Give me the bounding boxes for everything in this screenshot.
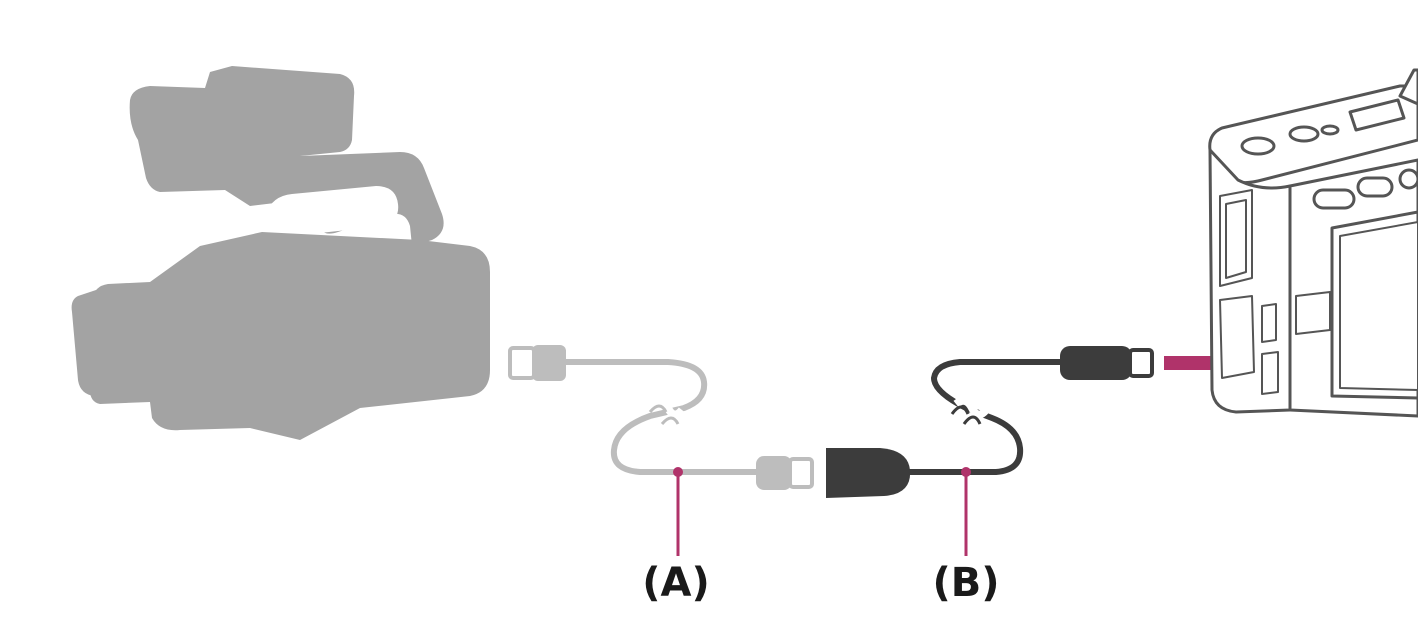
plug-b-right (1060, 346, 1154, 380)
camcorder-icon (71, 66, 490, 440)
hdmi-cable-b (905, 346, 1154, 475)
plug-a-left (508, 345, 566, 381)
hdmi-cable-a (508, 345, 814, 490)
cable-break-mark (648, 396, 686, 425)
callout-a-pointer (673, 467, 683, 556)
plug-a-right (756, 456, 814, 490)
camera-icon (1208, 68, 1418, 418)
cable-break-mark (950, 396, 990, 425)
hdmi-adaptor (826, 448, 911, 498)
callout-b-pointer (961, 467, 971, 556)
callout-a-label: (A) (642, 560, 710, 606)
callout-b-label: (B) (932, 560, 999, 606)
